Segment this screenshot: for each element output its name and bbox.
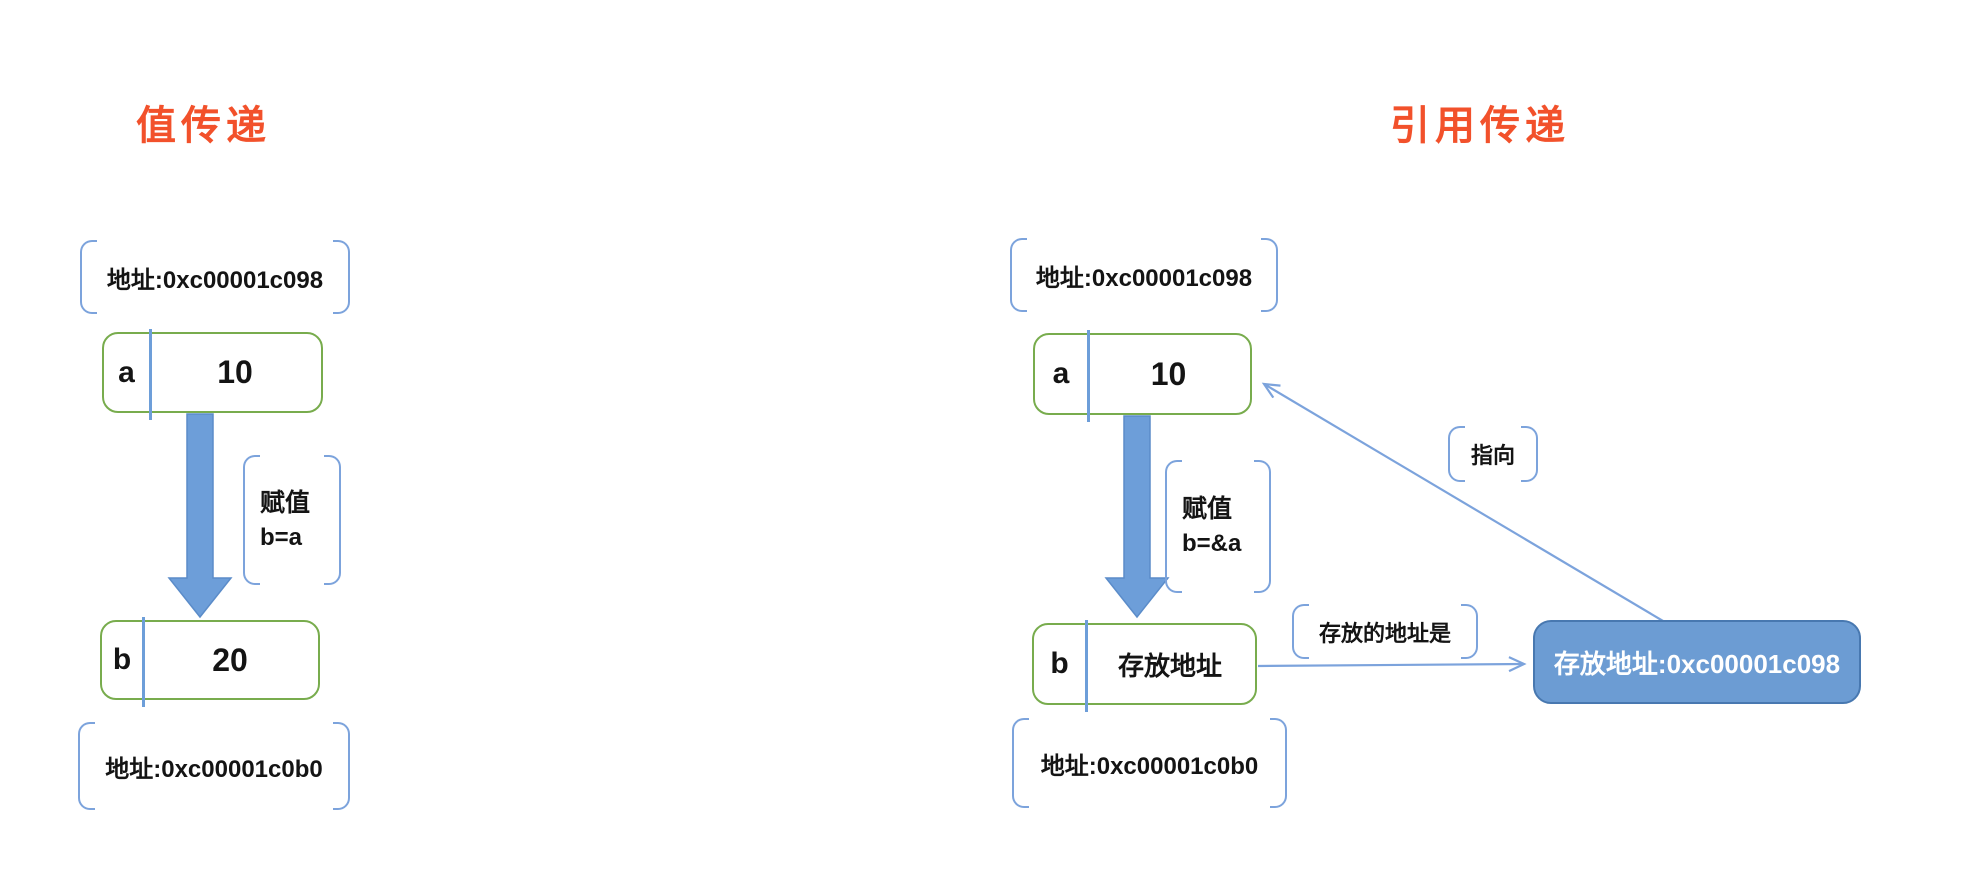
variable-value: 存放地址: [1117, 650, 1222, 681]
cell-divider: [1085, 620, 1088, 712]
cell-divider: [1087, 330, 1090, 422]
stored-address-arrow-label: 存放的地址是: [1292, 604, 1478, 659]
assign-arrow-right-icon: [1104, 415, 1170, 619]
variable-value: 10: [1150, 355, 1187, 392]
variable-box-a-left: a 10: [102, 329, 323, 420]
pointer-arrow-icon: [1261, 382, 1664, 622]
pointer-arrow-label-text: 指向: [1470, 443, 1515, 468]
pointer-target-box: 存放地址:0xc00001c098: [1533, 620, 1861, 704]
address-label-a-left: 地址:0xc00001c098: [80, 240, 350, 314]
assign-arrow-left-icon: [167, 413, 233, 619]
address-label-a-right: 地址:0xc00001c098: [1010, 238, 1278, 312]
address-text: 地址:0xc00001c098: [106, 266, 324, 294]
stored-address-arrow-icon: [1257, 656, 1527, 673]
variable-name: a: [1052, 357, 1070, 390]
address-text: 地址:0xc00001c098: [1035, 264, 1253, 292]
address-text: 地址:0xc00001c0b0: [105, 755, 323, 783]
variable-name: b: [112, 643, 132, 676]
address-text: 地址:0xc00001c0b0: [1040, 752, 1259, 780]
address-label-b-right: 地址:0xc00001c0b0: [1012, 718, 1287, 808]
address-label-b-left: 地址:0xc00001c0b0: [78, 722, 350, 810]
pass-by-reference-title: 引用传递: [1390, 104, 1570, 148]
assign-label-line1: 赋值: [260, 488, 311, 517]
variable-value: 20: [212, 641, 248, 678]
assign-label-line1: 赋值: [1182, 495, 1233, 523]
assign-label-line2: b=&a: [1182, 530, 1242, 557]
variable-name: a: [118, 355, 135, 389]
assign-label-line2: b=a: [260, 523, 303, 551]
cell-divider: [142, 617, 145, 707]
pointer-arrow-label: 指向: [1448, 426, 1538, 482]
variable-box-b-left: b 20: [100, 617, 320, 707]
cell-divider: [149, 329, 152, 420]
pointer-target-text: 存放地址:0xc00001c098: [1553, 648, 1841, 679]
assign-label-right: 赋值 b=&a: [1165, 460, 1271, 593]
variable-value: 10: [217, 354, 253, 390]
pass-by-value-title: 值传递: [136, 104, 271, 148]
stored-address-arrow-label-text: 存放的地址是: [1318, 620, 1451, 646]
variable-box-b-right: b 存放地址: [1032, 620, 1257, 712]
variable-name: b: [1050, 647, 1069, 680]
assign-label-left: 赋值 b=a: [243, 455, 341, 585]
variable-box-a-right: a 10: [1033, 330, 1252, 422]
